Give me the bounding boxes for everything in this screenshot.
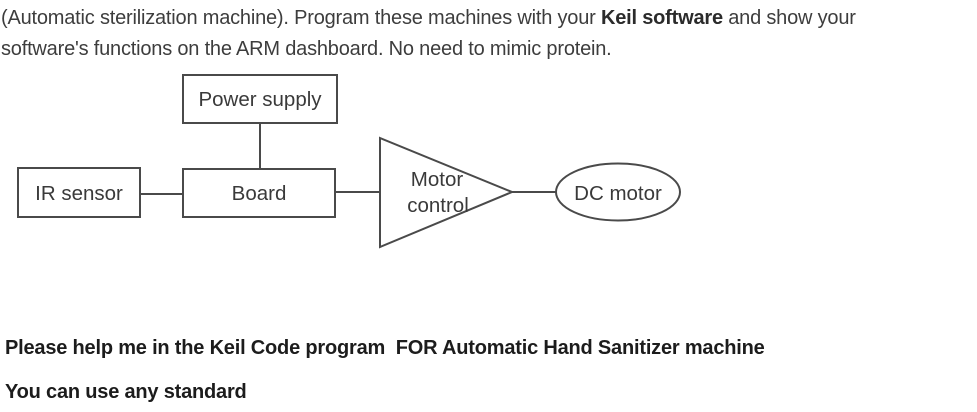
power-supply-box <box>182 74 338 124</box>
motor-control-triangle <box>379 136 515 249</box>
request-line-2: You can use any standard <box>5 381 247 403</box>
intro-line1-bold: Keil software <box>600 7 723 29</box>
dc-motor-label: DC motor <box>574 182 662 205</box>
intro-line-2: software's functions on the ARM dashboar… <box>1 38 612 60</box>
motor-control-label-line2: control <box>407 194 469 217</box>
board-box <box>182 168 336 218</box>
ir-sensor-box <box>17 167 141 218</box>
power-supply-label: Power supply <box>198 88 322 111</box>
board-label: Board <box>232 182 287 205</box>
intro-line1-post: and show your <box>722 7 856 29</box>
ir-sensor-label: IR sensor <box>35 182 123 205</box>
intro-paragraph: (Automatic sterilization machine). Progr… <box>1 3 977 65</box>
dc-motor-ellipse <box>555 162 681 222</box>
request-line-1: Please help me in the Keil Code program … <box>5 337 765 359</box>
intro-line1-pre: (Automatic sterilization machine). Progr… <box>1 7 601 29</box>
intro-line-1: (Automatic sterilization machine). Progr… <box>1 3 977 34</box>
motor-control-label-line1: Motor <box>411 168 464 191</box>
